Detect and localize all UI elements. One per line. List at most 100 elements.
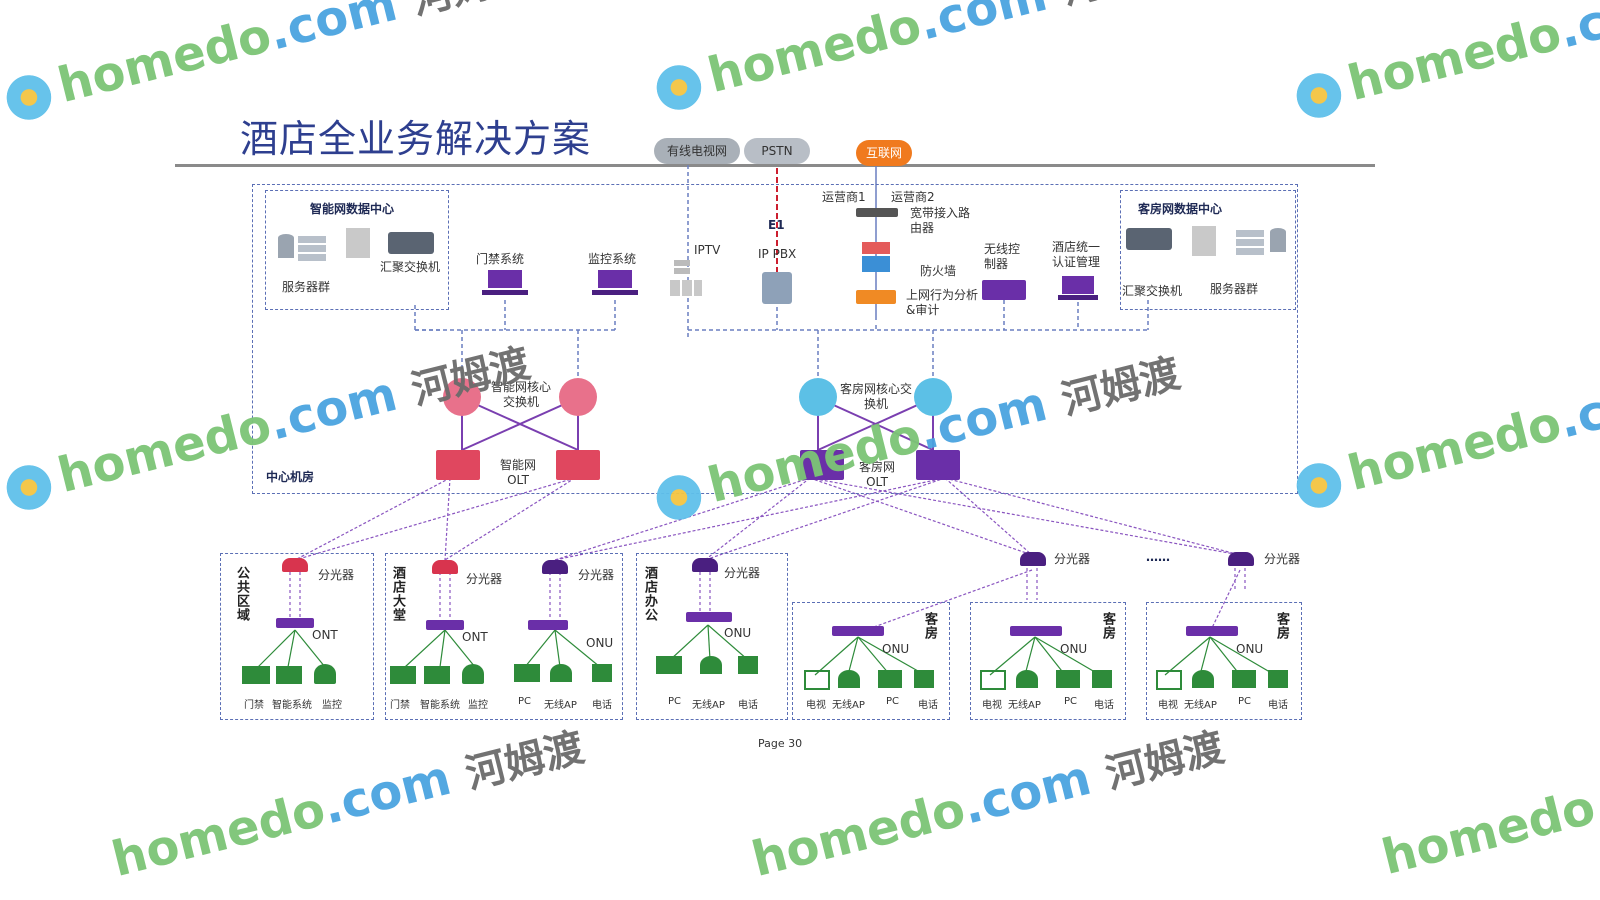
smart-olt-1-icon <box>436 450 480 480</box>
zone-room-2-device-3: 电话 <box>1094 700 1114 711</box>
zone-room-1-term: ONU <box>882 642 910 656</box>
zone-room-1-device-1: 无线AP <box>832 700 865 711</box>
center-room-label: 中心机房 <box>266 470 315 484</box>
room-1-phone-icon <box>914 670 934 688</box>
guest-aggregation-switch-icon <box>1126 228 1172 250</box>
room-2-pc-icon <box>1056 670 1080 688</box>
zone-lobby-term2: ONU <box>586 636 614 650</box>
pstn-cloud: PSTN <box>744 138 810 164</box>
zone-lobby-ont-icon <box>426 620 464 630</box>
lobby-phone-icon <box>592 664 612 682</box>
splitter-public-label: 分光器 <box>318 568 355 582</box>
page-number: Page 30 <box>758 737 803 750</box>
zone-lobby-term: ONT <box>462 630 488 644</box>
zone-box-lobby <box>385 553 623 720</box>
hotel-auth-icon <box>1058 276 1098 300</box>
room-3-tv-icon <box>1156 670 1182 690</box>
zone-lobby-device-3: PC <box>518 696 532 707</box>
behavior-audit-label: 上网行为分析&审计 <box>906 288 979 317</box>
guest-olt-2-icon <box>916 450 960 480</box>
zone-room-2-term: ONU <box>1060 642 1088 656</box>
access-device-icon <box>242 666 270 684</box>
lobby-wireless-ap-icon <box>550 664 572 682</box>
room-2-tv-icon <box>980 670 1006 690</box>
zone-office-device-2: 电话 <box>738 700 758 711</box>
smart-datacenter-box <box>265 190 449 310</box>
access-control-label: 门禁系统 <box>476 252 525 266</box>
room-2-phone-icon <box>1092 670 1112 688</box>
zone-office-term: ONU <box>724 626 752 640</box>
camera-icon <box>314 664 336 684</box>
zone-box-room-3 <box>1146 602 1302 720</box>
zone-room-1-device-2: PC <box>886 696 900 707</box>
room-2-onu-icon <box>1010 626 1062 636</box>
access-control-system-icon <box>482 270 528 296</box>
zone-box-public <box>220 553 374 720</box>
zone-public-device-2: 监控 <box>322 700 342 711</box>
zone-office-device-0: PC <box>668 696 682 707</box>
splitter-room-a-label: 分光器 <box>1054 552 1091 566</box>
smart-olt-2-icon <box>556 450 600 480</box>
center-room-box <box>252 184 1298 494</box>
guest-switch-label: 汇聚交换机 <box>1122 284 1183 298</box>
splitter-room-a-icon <box>1020 552 1046 566</box>
splitter-room-b-label: 分光器 <box>1264 552 1301 566</box>
guest-core-switch-1-icon <box>799 378 837 416</box>
zone-office-device-1: 无线AP <box>692 700 725 711</box>
zone-room-1-device-3: 电话 <box>918 700 938 711</box>
splitter-lobby-1-label: 分光器 <box>466 572 503 586</box>
zone-room-2-device-2: PC <box>1064 696 1078 707</box>
zone-lobby-device-1: 智能系统 <box>420 700 460 711</box>
monitoring-system-icon <box>592 270 638 296</box>
zone-lobby-onu-icon <box>528 620 568 630</box>
room-3-onu-icon <box>1186 626 1238 636</box>
zone-room-3-device-3: 电话 <box>1268 700 1288 711</box>
wireless-controller-icon <box>982 280 1026 300</box>
smart-core-switch-2-icon <box>559 378 597 416</box>
splitter-lobby-2-label: 分光器 <box>578 568 615 582</box>
guest-servers-label: 服务器群 <box>1210 282 1259 296</box>
room-3-wireless-ap-icon <box>1192 670 1214 688</box>
zone-public-device-0: 门禁 <box>244 700 264 711</box>
room-1-tv-icon <box>804 670 830 690</box>
splitter-lobby-2-icon <box>542 560 568 574</box>
smart-core-label: 智能网核心交换机 <box>490 380 551 409</box>
guest-core-switch-2-icon <box>914 378 952 416</box>
monitoring-label: 监控系统 <box>588 252 637 266</box>
zone-public-ont-icon <box>276 618 314 628</box>
zone-room-2-name: 客房 <box>1100 612 1115 640</box>
room-3-phone-icon <box>1268 670 1288 688</box>
iptv-label: IPTV <box>694 243 721 257</box>
hotel-auth-label: 酒店统一认证管理 <box>1052 240 1101 269</box>
behavior-audit-icon <box>856 290 896 304</box>
zone-box-room-2 <box>970 602 1126 720</box>
splitter-room-b-icon <box>1228 552 1254 566</box>
smart-aggregation-switch-icon <box>388 232 434 254</box>
splitter-office-icon <box>692 558 718 572</box>
page-title: 酒店全业务解决方案 <box>240 117 592 161</box>
zone-lobby-name: 酒店大堂 <box>390 566 405 622</box>
zone-room-2-device-0: 电视 <box>982 700 1002 711</box>
zone-room-1-name: 客房 <box>922 612 937 640</box>
zone-lobby-device-0: 门禁 <box>390 700 410 711</box>
firewall-label: 防火墙 <box>920 264 957 278</box>
lobby-access-device-icon <box>390 666 416 684</box>
zone-room-3-device-1: 无线AP <box>1184 700 1217 711</box>
office-phone-icon <box>738 656 758 674</box>
iptv-server-icon <box>668 258 704 298</box>
firewall-icon <box>860 240 892 274</box>
wireless-controller-label: 无线控制器 <box>984 242 1021 271</box>
zone-room-2-device-1: 无线AP <box>1008 700 1041 711</box>
lobby-smart-device-icon <box>424 666 450 684</box>
lobby-pc-icon <box>514 664 540 682</box>
smart-dc-title: 智能网数据中心 <box>310 202 395 216</box>
zone-box-office <box>636 553 788 720</box>
guest-dc-title: 客房网数据中心 <box>1138 202 1223 216</box>
splitter-office-label: 分光器 <box>724 566 761 580</box>
guest-datacenter-box <box>1120 190 1296 310</box>
zone-room-1-device-0: 电视 <box>806 700 826 711</box>
zone-room-3-device-0: 电视 <box>1158 700 1178 711</box>
zone-box-room-1 <box>792 602 950 720</box>
zone-office-onu-icon <box>686 612 732 622</box>
